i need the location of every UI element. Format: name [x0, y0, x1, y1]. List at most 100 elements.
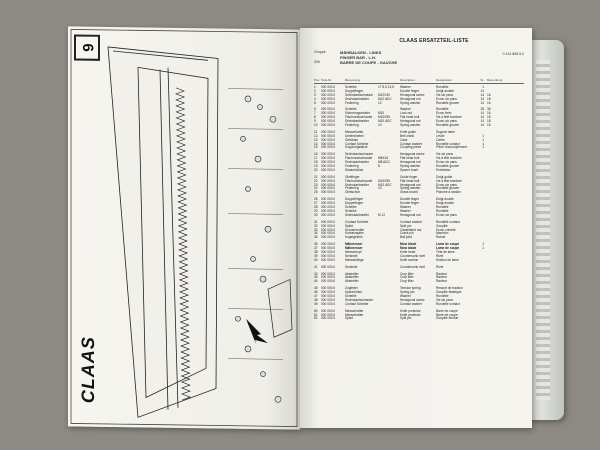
cell-pos: 11 [314, 129, 318, 134]
cell-rem [484, 303, 504, 307]
cell-rem: 16 [487, 92, 491, 97]
cell-en: Washer [400, 293, 411, 298]
cell-pos: 39 [314, 253, 318, 258]
cell-rem: 18 [487, 111, 491, 116]
cell-part: 000 000.0 [321, 227, 336, 232]
cell-size: M 12 [378, 212, 386, 217]
cell-fr: Barre de coupe [436, 312, 458, 317]
cell-rem [484, 259, 504, 263]
cell-part: 000 000.0 [321, 219, 336, 224]
cell-en: Flat head bolt [400, 178, 420, 183]
cell-fr: Vis à tête bombée [436, 178, 462, 183]
col-de: Benennung [345, 78, 361, 82]
cell-de: Kupplungsstück [345, 145, 368, 150]
cell-part: 000 000.0 [321, 92, 336, 97]
cell-pos: 14 [314, 141, 318, 146]
cell-part: 000 000.0 [321, 286, 336, 291]
cell-fr: Doigt double [436, 201, 454, 206]
cell-en: Flat head bolt [400, 115, 420, 120]
cell-en: Knife head [400, 249, 416, 254]
cell-fr: Doigt guide [436, 174, 453, 179]
cell-pos: 9 [314, 119, 316, 124]
cell-fr: Rondelle [436, 107, 449, 112]
cell-rem [484, 317, 504, 321]
cell-pos: 44 [314, 279, 318, 284]
cell-de: Scheibe [345, 293, 357, 298]
cell-fr: Rotule [436, 235, 446, 240]
cell-pos: 36 [314, 242, 318, 247]
cell-de: Federring [345, 186, 359, 191]
left-page: 6 CLAAS [68, 26, 300, 430]
cell-fr: Rondelle contact [436, 141, 460, 146]
cell-en: Spring washer [400, 123, 421, 128]
cell-part: 000 000.0 [321, 133, 336, 138]
cell-rem: 18 [487, 119, 491, 124]
cell-en: Split pin [400, 223, 412, 228]
cell-en: Hexagonal screw [400, 297, 425, 302]
cell-rem [484, 169, 504, 173]
cell-fr: Carter [436, 137, 445, 142]
cell-en: Hexagonal nut [400, 119, 421, 124]
cell-pos: 13 [314, 137, 318, 142]
cell-qty [476, 317, 484, 321]
cell-rem [484, 280, 504, 284]
cell-en: Hexagonal nut [400, 182, 421, 187]
cell-fr: Levier [436, 133, 445, 138]
cell-pos: 48 [314, 297, 318, 302]
cell-part: 000 000.0 [321, 164, 336, 169]
cell-part: 000 000.0 [321, 264, 336, 269]
cell-rem [484, 146, 504, 150]
cell-part: 000 000.0 [321, 174, 336, 179]
cell-fr: Section de lame [436, 257, 459, 262]
cell-part: 000 000.0 [321, 186, 336, 191]
cell-de: Mähmesser [345, 242, 363, 247]
cell-en: Spacer bush [400, 167, 418, 172]
cell-en: Bell crank [400, 133, 414, 138]
cell-pos: 52 [314, 316, 318, 321]
cell-qty [476, 266, 484, 270]
cell-fr: Lame de coupe [436, 246, 460, 251]
cell-fr: Support lame [436, 129, 455, 134]
cell-part: 000 000.0 [321, 129, 336, 134]
cell-de: Sechskantschraube [345, 297, 373, 302]
cell-en: Case [400, 137, 408, 142]
parts-drawing [70, 29, 298, 427]
cell-qty: 14 [480, 92, 484, 97]
cell-en: Washer [400, 205, 411, 210]
cell-de: Flachrundschraube [345, 156, 373, 161]
cell-de: Sechskantmutter [345, 212, 369, 217]
cell-size [378, 191, 400, 195]
cell-fr: Vis à tête bombée [436, 156, 462, 161]
cell-part: 000 000.0 [321, 178, 336, 183]
cell-en: Double finger [400, 197, 419, 202]
cell-fr: Rondelle grower [436, 100, 460, 105]
cell-en: Guide finger [400, 174, 418, 179]
brand-logo: CLAAS [78, 336, 98, 404]
cell-de: Kurbelzapfen [345, 231, 364, 236]
cell-fr: Rondelle grower [436, 164, 460, 169]
cell-qty [476, 214, 484, 218]
cell-pos: 6 [314, 107, 316, 112]
cell-rem: 36 [487, 107, 491, 112]
cell-part: 000 000.0 [321, 271, 336, 276]
cell-en: Grass board [400, 190, 418, 195]
cell-part: 000 000.0 [321, 208, 336, 213]
cell-pos: 42 [314, 271, 318, 276]
cell-pos: 37 [314, 246, 318, 251]
cell-fr: Goupille [436, 223, 448, 228]
meta-row: FINGER BAR - L.H. [314, 55, 494, 60]
